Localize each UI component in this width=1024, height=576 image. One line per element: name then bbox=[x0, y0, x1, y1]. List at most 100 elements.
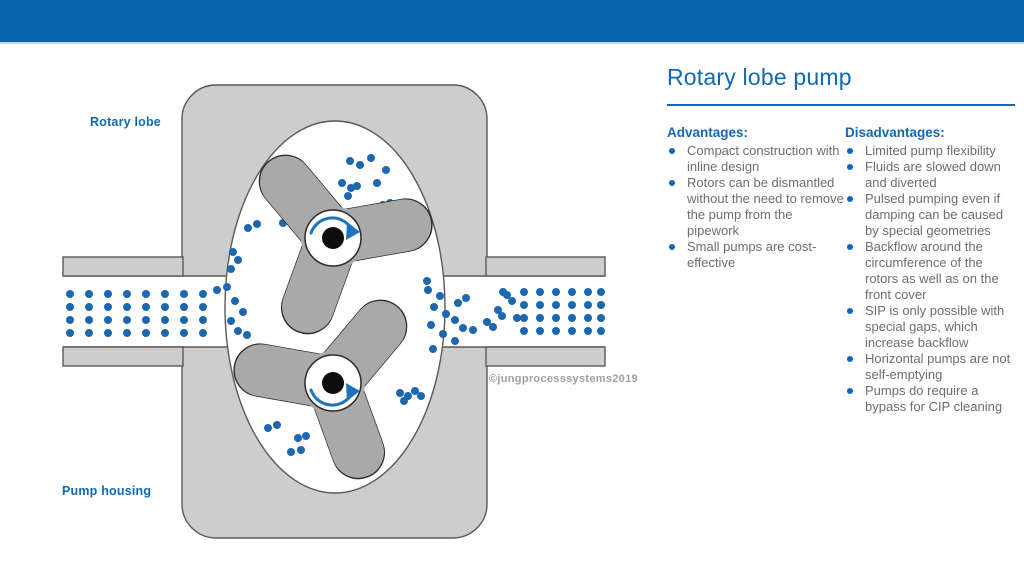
fluid-dot bbox=[338, 179, 346, 187]
advantages-column: Advantages: Compact construction with in… bbox=[667, 125, 845, 415]
fluid-dot bbox=[223, 283, 231, 291]
fluid-dot bbox=[520, 301, 528, 309]
list-item: Fluids are slowed down and diverted bbox=[845, 159, 1015, 191]
fluid-dot bbox=[483, 318, 491, 326]
fluid-dot bbox=[123, 329, 131, 337]
rotation-arrowhead bbox=[346, 383, 360, 401]
list-item: Small pumps are cost-effective bbox=[667, 239, 845, 271]
fluid-dot bbox=[180, 290, 188, 298]
fluid-dot bbox=[439, 330, 447, 338]
fluid-dot bbox=[411, 387, 419, 395]
bullet-icon bbox=[847, 244, 853, 250]
list-item-text: Backflow around the circumference of the… bbox=[865, 239, 999, 302]
rotation-arrowhead bbox=[346, 222, 360, 240]
suction-pipe-wall-bottom bbox=[62, 346, 184, 367]
fluid-dot bbox=[536, 314, 544, 322]
fluid-dot bbox=[243, 331, 251, 339]
pros-cons-columns: Advantages: Compact construction with in… bbox=[667, 125, 1015, 415]
bullet-icon bbox=[669, 244, 675, 250]
fluid-dot bbox=[264, 424, 272, 432]
fluid-dot bbox=[597, 327, 605, 335]
advantages-heading: Advantages: bbox=[667, 125, 749, 140]
list-item: Horizontal pumps are not self-emptying bbox=[845, 351, 1015, 383]
suction-pipe-wall-top bbox=[62, 256, 184, 277]
list-item-text: Pumps do require a bypass for CIP cleani… bbox=[865, 383, 1003, 414]
fluid-dot bbox=[499, 288, 507, 296]
fluid-dot bbox=[273, 421, 281, 429]
bullet-icon bbox=[669, 180, 675, 186]
fluid-dot bbox=[302, 432, 310, 440]
fluid-dot bbox=[66, 290, 74, 298]
pump-housing-label: Pump housing bbox=[62, 484, 152, 498]
fluid-dot bbox=[346, 157, 354, 165]
list-item: Pulsed pumping even if damping can be ca… bbox=[845, 191, 1015, 239]
fluid-dot bbox=[199, 329, 207, 337]
fluid-dot bbox=[239, 308, 247, 316]
bottom-rotor bbox=[233, 299, 408, 480]
fluid-dot bbox=[568, 288, 576, 296]
bullet-icon bbox=[847, 148, 853, 154]
fluid-dot bbox=[494, 306, 502, 314]
fluid-dot bbox=[104, 329, 112, 337]
fluid-dot bbox=[229, 248, 237, 256]
list-item-text: Horizontal pumps are not self-emptying bbox=[865, 351, 1011, 382]
fluid-dot bbox=[231, 297, 239, 305]
fluid-dot bbox=[227, 317, 235, 325]
fluid-dot bbox=[396, 389, 404, 397]
fluid-dot bbox=[552, 301, 560, 309]
list-item: Limited pump flexibility bbox=[845, 143, 1015, 159]
discharge-pipe-wall-top bbox=[485, 256, 606, 277]
fluid-dot bbox=[161, 303, 169, 311]
list-item: Backflow around the circumference of the… bbox=[845, 239, 1015, 303]
fluid-dot bbox=[536, 327, 544, 335]
title-divider bbox=[667, 104, 1015, 106]
list-item-text: Rotors can be dismantled without the nee… bbox=[687, 175, 844, 238]
top-rotor-shaft bbox=[322, 227, 344, 249]
fluid-dot bbox=[568, 327, 576, 335]
fluid-dot bbox=[584, 327, 592, 335]
watermark: ©jungprocesssystems2019 bbox=[489, 373, 638, 385]
fluid-dot bbox=[66, 329, 74, 337]
list-item-text: Compact construction with inline design bbox=[687, 143, 840, 174]
fluid-dot bbox=[536, 301, 544, 309]
fluid-dot bbox=[85, 303, 93, 311]
fluid-dot bbox=[367, 154, 375, 162]
fluid-dot bbox=[104, 316, 112, 324]
list-item-text: Pulsed pumping even if damping can be ca… bbox=[865, 191, 1004, 238]
list-item: Rotors can be dismantled without the nee… bbox=[667, 175, 845, 239]
fluid-dot bbox=[123, 303, 131, 311]
fluid-dot bbox=[451, 337, 459, 345]
list-item: SIP is only possible with special gaps, … bbox=[845, 303, 1015, 351]
bullet-icon bbox=[847, 196, 853, 202]
fluid-dot bbox=[180, 303, 188, 311]
fluid-dot bbox=[180, 329, 188, 337]
fluid-dot bbox=[297, 446, 305, 454]
fluid-dot bbox=[356, 161, 364, 169]
fluid-dot bbox=[469, 326, 477, 334]
fluid-dot bbox=[382, 166, 390, 174]
fluid-dot bbox=[424, 286, 432, 294]
fluid-dot bbox=[552, 314, 560, 322]
bottom-rotor-shaft bbox=[322, 372, 344, 394]
fluid-dot bbox=[123, 316, 131, 324]
fluid-dot bbox=[597, 288, 605, 296]
fluid-dot bbox=[234, 327, 242, 335]
fluid-dot bbox=[513, 314, 521, 322]
list-item-text: SIP is only possible with special gaps, … bbox=[865, 303, 1005, 350]
fluid-dot bbox=[199, 303, 207, 311]
fluid-dot bbox=[552, 327, 560, 335]
list-item-text: Fluids are slowed down and diverted bbox=[865, 159, 1001, 190]
fluid-dot bbox=[429, 345, 437, 353]
fluid-dot bbox=[66, 303, 74, 311]
bullet-icon bbox=[847, 356, 853, 362]
fluid-dot bbox=[180, 316, 188, 324]
fluid-dot bbox=[584, 288, 592, 296]
fluid-dot bbox=[597, 301, 605, 309]
info-panel: Rotary lobe pump Advantages: Compact con… bbox=[667, 64, 1015, 415]
page-title: Rotary lobe pump bbox=[667, 64, 852, 90]
header-bar bbox=[0, 0, 1024, 44]
fluid-dot bbox=[344, 192, 352, 200]
